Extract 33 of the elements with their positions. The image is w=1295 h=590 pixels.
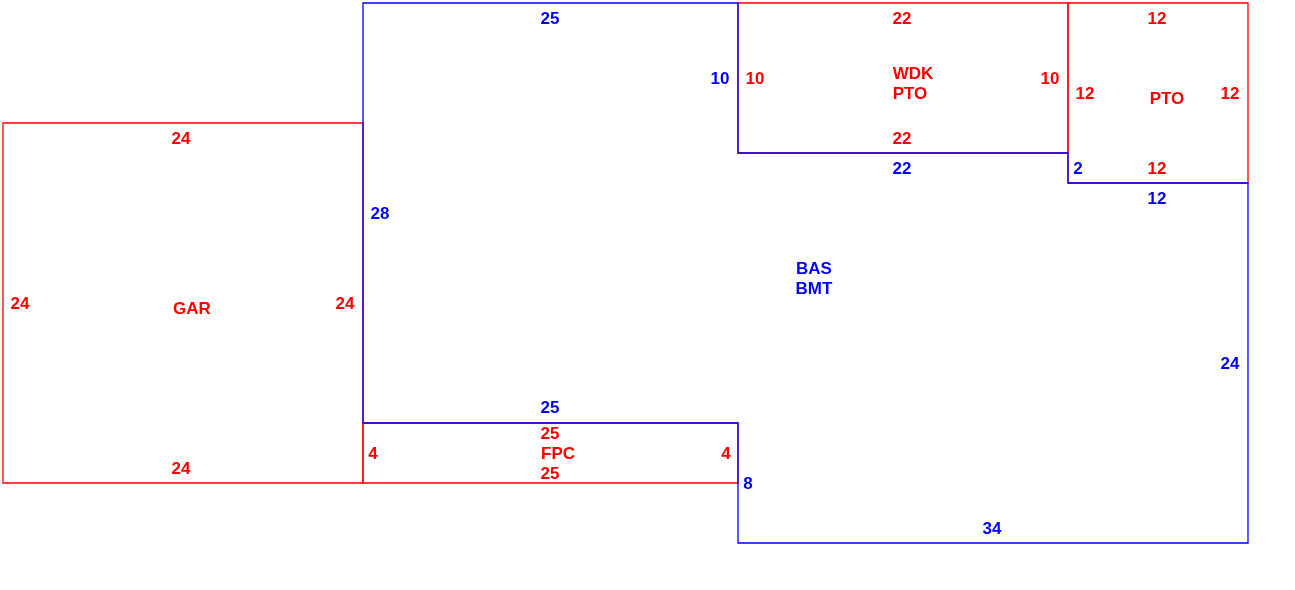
dimension-label: 25 bbox=[540, 464, 560, 482]
dimension-label: 2 bbox=[1073, 159, 1083, 177]
dimension-label: 24 bbox=[335, 294, 355, 312]
area-code: BAS bbox=[796, 259, 832, 277]
area-code: FPC bbox=[541, 444, 575, 462]
dimension-label: 34 bbox=[982, 519, 1002, 537]
dimension-label: 8 bbox=[743, 474, 753, 492]
dimension-label: 22 bbox=[892, 9, 912, 27]
dimension-label: 10 bbox=[1040, 69, 1060, 87]
area-code: WDK bbox=[892, 64, 934, 82]
dimension-label: 22 bbox=[892, 159, 912, 177]
dimension-label: 4 bbox=[721, 444, 731, 462]
dimension-label: 12 bbox=[1075, 84, 1095, 102]
dimension-label: 4 bbox=[368, 444, 378, 462]
dimension-label: 28 bbox=[370, 204, 390, 222]
dimension-label: 24 bbox=[171, 459, 191, 477]
dimension-label: 12 bbox=[1220, 84, 1240, 102]
dimension-label: 25 bbox=[540, 398, 560, 416]
dimension-label: 25 bbox=[540, 424, 560, 442]
dimension-label: 24 bbox=[1220, 354, 1240, 372]
dimension-label: 12 bbox=[1147, 159, 1167, 177]
dimension-label: 22 bbox=[892, 129, 912, 147]
area-code: PTO bbox=[892, 84, 928, 102]
dimension-label: 10 bbox=[710, 69, 730, 87]
area-code: PTO bbox=[1149, 89, 1185, 107]
dimension-label: 12 bbox=[1147, 189, 1167, 207]
dimension-label: 10 bbox=[745, 69, 765, 87]
dimension-label: 12 bbox=[1147, 9, 1167, 27]
dimension-label: 25 bbox=[540, 9, 560, 27]
dimension-label: 24 bbox=[10, 294, 30, 312]
area-code: BMT bbox=[795, 279, 833, 297]
area-code: GAR bbox=[173, 299, 211, 317]
dimension-label: 24 bbox=[171, 129, 191, 147]
